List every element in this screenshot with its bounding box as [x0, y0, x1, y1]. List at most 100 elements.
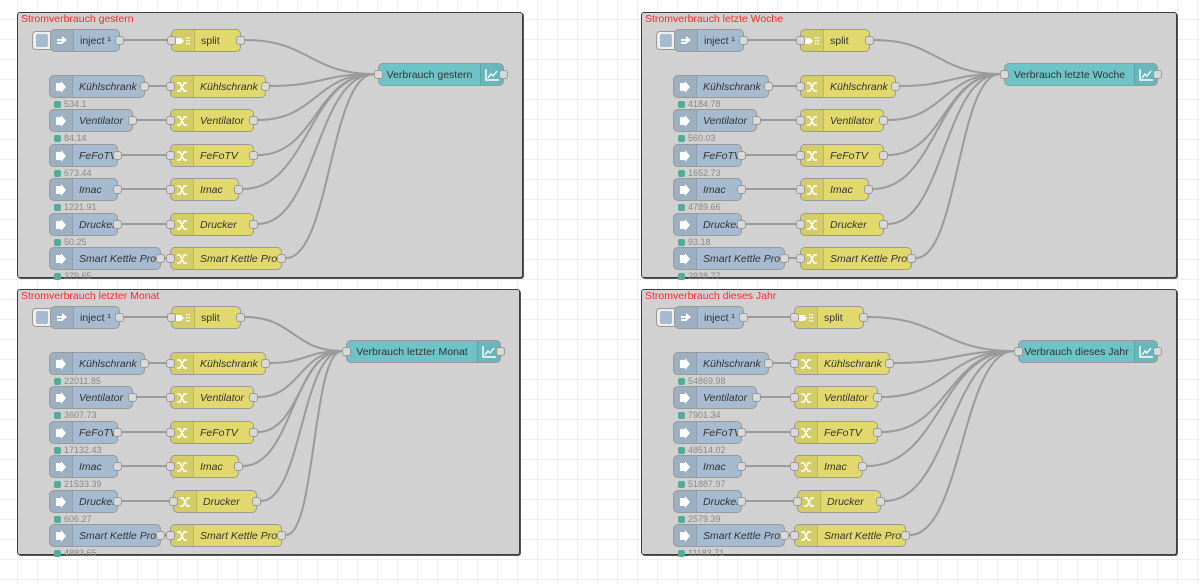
output-port[interactable] [737, 428, 746, 437]
output-port[interactable] [879, 151, 888, 160]
output-port[interactable] [113, 428, 122, 437]
link-in-node[interactable]: Smart Kettle Pro [673, 524, 789, 547]
output-port[interactable] [873, 428, 882, 437]
input-port[interactable] [793, 497, 802, 506]
output-port[interactable] [234, 462, 243, 471]
inject-node[interactable]: inject ¹ [50, 306, 124, 329]
change-node[interactable]: FeFoTV [166, 144, 258, 167]
change-node[interactable]: Ventilator [166, 109, 258, 132]
inject-trigger-button[interactable] [656, 31, 676, 50]
input-port[interactable] [166, 151, 175, 160]
input-port[interactable] [166, 254, 175, 263]
output-port[interactable] [261, 82, 270, 91]
inject-trigger-button[interactable] [656, 308, 676, 327]
input-port[interactable] [166, 428, 175, 437]
output-port[interactable] [499, 70, 508, 79]
change-node[interactable]: Kühlschrank [166, 352, 270, 375]
output-port[interactable] [873, 393, 882, 402]
inject-node[interactable]: inject ¹ [674, 306, 748, 329]
change-node[interactable]: Smart Kettle Pro [790, 524, 910, 547]
chart-node[interactable]: Verbrauch letzte Woche [1000, 63, 1162, 86]
link-in-node[interactable]: Smart Kettle Pro [49, 247, 165, 270]
split-node[interactable]: split [790, 306, 868, 329]
output-port[interactable] [113, 220, 122, 229]
input-port[interactable] [790, 462, 799, 471]
output-port[interactable] [891, 82, 900, 91]
change-node[interactable]: Ventilator [790, 386, 882, 409]
output-port[interactable] [236, 313, 245, 322]
link-in-node[interactable]: Drucker [673, 213, 746, 236]
input-port[interactable] [790, 531, 799, 540]
output-port[interactable] [737, 462, 746, 471]
output-port[interactable] [752, 393, 761, 402]
output-port[interactable] [128, 393, 137, 402]
input-port[interactable] [166, 531, 175, 540]
output-port[interactable] [249, 116, 258, 125]
link-in-node[interactable]: Kühlschrank [49, 75, 149, 98]
output-port[interactable] [249, 393, 258, 402]
output-port[interactable] [249, 151, 258, 160]
input-port[interactable] [790, 428, 799, 437]
output-port[interactable] [752, 116, 761, 125]
input-port[interactable] [166, 393, 175, 402]
change-node[interactable]: Drucker [796, 213, 888, 236]
link-in-node[interactable]: Ventilator [49, 109, 137, 132]
output-port[interactable] [739, 36, 748, 45]
output-port[interactable] [140, 359, 149, 368]
output-port[interactable] [261, 359, 270, 368]
link-in-node[interactable]: Kühlschrank [673, 352, 773, 375]
output-port[interactable] [739, 313, 748, 322]
link-in-node[interactable]: Drucker [49, 213, 122, 236]
output-port[interactable] [1153, 347, 1162, 356]
output-port[interactable] [764, 82, 773, 91]
change-node[interactable]: Drucker [166, 213, 258, 236]
output-port[interactable] [113, 151, 122, 160]
input-port[interactable] [169, 497, 178, 506]
change-node[interactable]: Ventilator [796, 109, 888, 132]
split-node[interactable]: split [167, 29, 245, 52]
output-port[interactable] [780, 531, 789, 540]
input-port[interactable] [167, 36, 176, 45]
input-port[interactable] [790, 359, 799, 368]
inject-trigger-button[interactable] [32, 31, 52, 50]
input-port[interactable] [167, 313, 176, 322]
link-in-node[interactable]: FeFoTV [673, 421, 746, 444]
output-port[interactable] [737, 185, 746, 194]
input-port[interactable] [166, 359, 175, 368]
output-port[interactable] [156, 531, 165, 540]
input-port[interactable] [166, 462, 175, 471]
input-port[interactable] [796, 185, 805, 194]
inject-node[interactable]: inject ¹ [674, 29, 748, 52]
output-port[interactable] [865, 36, 874, 45]
change-node[interactable]: FeFoTV [166, 421, 258, 444]
output-port[interactable] [115, 36, 124, 45]
link-in-node[interactable]: FeFoTV [673, 144, 746, 167]
input-port[interactable] [166, 82, 175, 91]
link-in-node[interactable]: Imac [673, 178, 746, 201]
link-in-node[interactable]: Kühlschrank [49, 352, 149, 375]
input-port[interactable] [166, 116, 175, 125]
change-node[interactable]: Kühlschrank [796, 75, 900, 98]
input-port[interactable] [796, 220, 805, 229]
change-node[interactable]: Smart Kettle Pro [796, 247, 916, 270]
output-port[interactable] [879, 116, 888, 125]
change-node[interactable]: Smart Kettle Pro [166, 524, 286, 547]
output-port[interactable] [496, 347, 505, 356]
output-port[interactable] [737, 220, 746, 229]
link-in-node[interactable]: Ventilator [49, 386, 137, 409]
input-port[interactable] [790, 313, 799, 322]
input-port[interactable] [1014, 347, 1023, 356]
link-in-node[interactable]: Smart Kettle Pro [673, 247, 789, 270]
output-port[interactable] [249, 220, 258, 229]
output-port[interactable] [879, 220, 888, 229]
output-port[interactable] [277, 531, 286, 540]
output-port[interactable] [901, 531, 910, 540]
inject-node[interactable]: inject ¹ [50, 29, 124, 52]
output-port[interactable] [885, 359, 894, 368]
split-node[interactable]: split [167, 306, 245, 329]
link-in-node[interactable]: Drucker [49, 490, 122, 513]
output-port[interactable] [113, 462, 122, 471]
output-port[interactable] [249, 428, 258, 437]
change-node[interactable]: Ventilator [166, 386, 258, 409]
output-port[interactable] [236, 36, 245, 45]
